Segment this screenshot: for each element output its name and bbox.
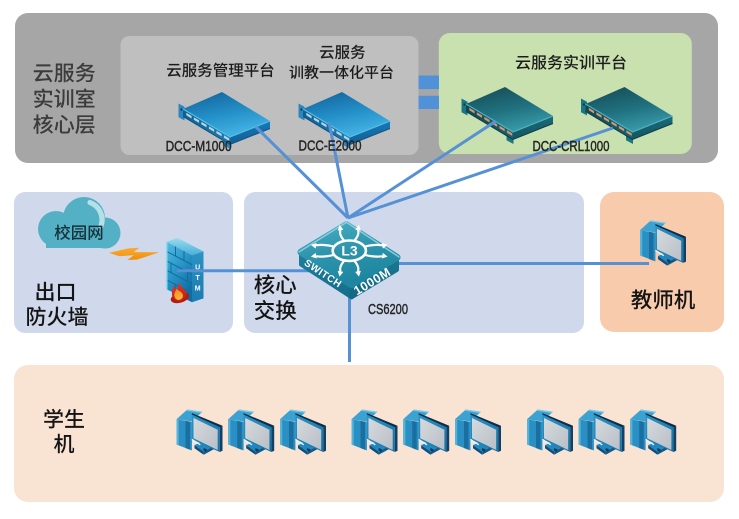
svg-text:DCC-CRL1000: DCC-CRL1000 xyxy=(533,139,610,155)
svg-text:U: U xyxy=(195,264,200,271)
svg-text:CS6200: CS6200 xyxy=(368,302,408,318)
svg-text:DCC-M1000: DCC-M1000 xyxy=(166,139,232,155)
svg-text:M: M xyxy=(195,285,201,292)
svg-text:T: T xyxy=(196,275,201,282)
svg-text:DCC-E2000: DCC-E2000 xyxy=(299,138,362,154)
svg-text:L3: L3 xyxy=(341,243,358,259)
